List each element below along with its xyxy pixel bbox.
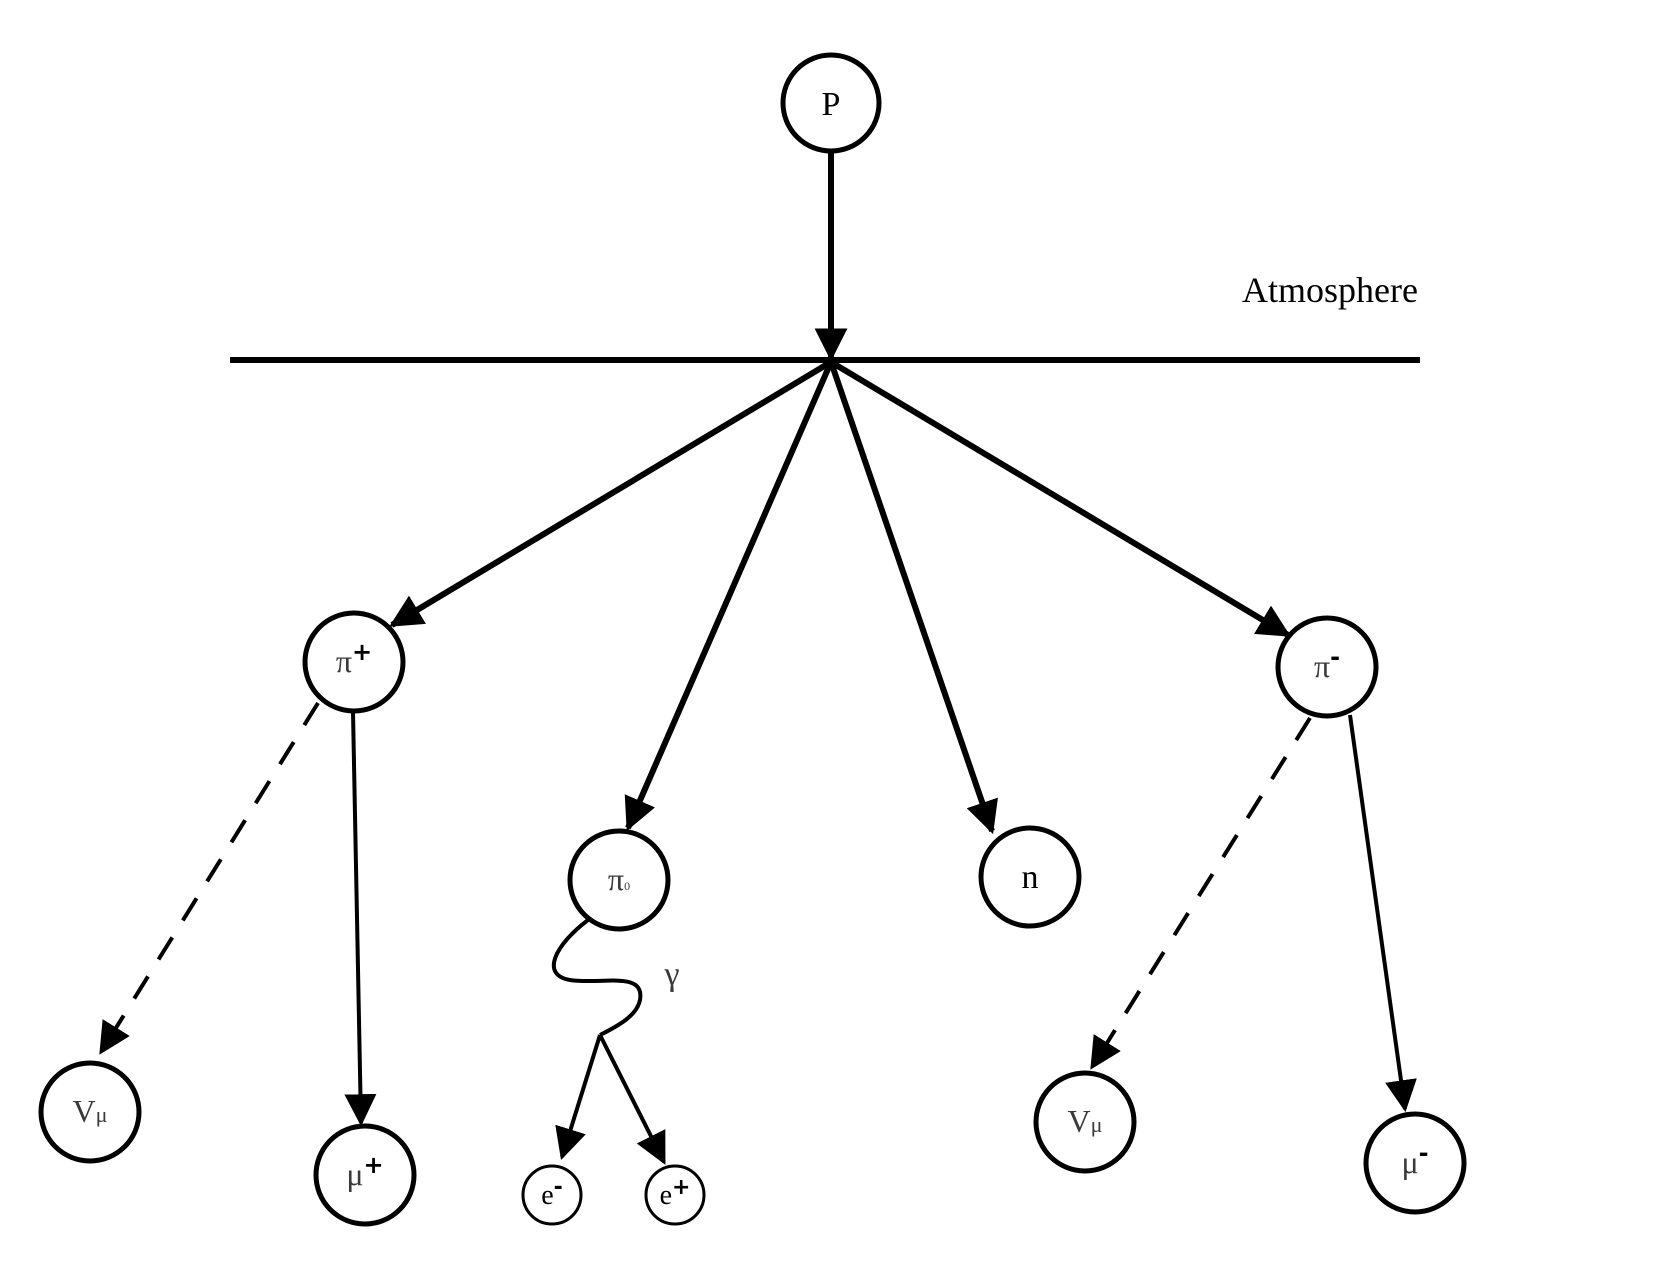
edge-photon-to-electron [555, 1034, 602, 1161]
node-pi-plus-charge: + [352, 638, 372, 666]
node-pi-minus-label: π [1314, 648, 1330, 684]
node-mu-minus-label: μ [1401, 1144, 1418, 1180]
node-proton: P [780, 52, 882, 154]
edge-collision-to-pi-zero [624, 360, 834, 832]
svg-text:μ-: μ- [1401, 1139, 1428, 1180]
node-pi-minus-charge: - [1330, 643, 1340, 671]
node-electron: e- [521, 1164, 583, 1226]
svg-text:π-: π- [1314, 643, 1340, 684]
node-positron-charge: + [672, 1175, 690, 1200]
photon-label: γ [663, 956, 679, 993]
svg-text:π+: π+ [336, 638, 372, 679]
svg-text:e-: e- [541, 1175, 563, 1211]
node-proton-label: P [822, 86, 841, 123]
edge-collision-to-pi-plus [389, 359, 833, 628]
node-pi-zero: π0 [567, 828, 671, 932]
node-mu-plus-label: μ [346, 1156, 363, 1192]
node-neutrino-right: Vμ [1033, 1070, 1137, 1174]
svg-text:Vμ: Vμ [1068, 1103, 1103, 1139]
svg-text:e+: e+ [660, 1175, 691, 1211]
edge-pi-minus-to-neutrino [1090, 716, 1312, 1070]
node-positron: e+ [644, 1164, 706, 1226]
node-mu-plus: μ+ [313, 1123, 417, 1227]
node-mu-plus-charge: + [364, 1151, 384, 1179]
node-neutrino-right-label: V [1068, 1103, 1091, 1139]
svg-text:Vμ: Vμ [73, 1093, 108, 1129]
node-electron-charge: - [554, 1175, 563, 1200]
node-mu-minus: μ- [1363, 1111, 1467, 1215]
svg-text:π0: π0 [608, 861, 630, 897]
edge-pi-minus-to-mu-minus [1348, 714, 1417, 1113]
node-pi-plus-label: π [336, 643, 352, 679]
node-mu-minus-charge: - [1419, 1139, 1429, 1167]
node-neutron: n [978, 825, 1082, 929]
edge-pi-plus-to-neutrino [99, 701, 320, 1055]
node-neutrino-right-sub: μ [1091, 1112, 1103, 1137]
node-electron-label: e [541, 1180, 553, 1211]
photon-wavy-line [551, 918, 643, 1037]
edge-photon-to-positron [598, 1034, 666, 1165]
node-neutrino-left-sub: μ [96, 1102, 108, 1127]
node-neutron-label: n [1022, 859, 1039, 896]
node-pi-plus: π+ [302, 610, 406, 714]
node-pi-minus: π- [1275, 615, 1379, 719]
node-neutrino-left: Vμ [38, 1060, 142, 1164]
edge-pi-plus-to-mu-plus [344, 711, 377, 1127]
atmosphere-label: Atmosphere [1242, 270, 1418, 310]
node-pi-zero-sub: 0 [624, 879, 630, 893]
edge-collision-to-pi-minus [829, 359, 1291, 638]
svg-text:μ+: μ+ [346, 1151, 383, 1192]
node-pi-zero-label: π [608, 861, 624, 897]
node-positron-label: e [660, 1180, 672, 1211]
node-neutrino-left-label: V [73, 1093, 96, 1129]
edge-collision-to-neutron [828, 361, 998, 835]
